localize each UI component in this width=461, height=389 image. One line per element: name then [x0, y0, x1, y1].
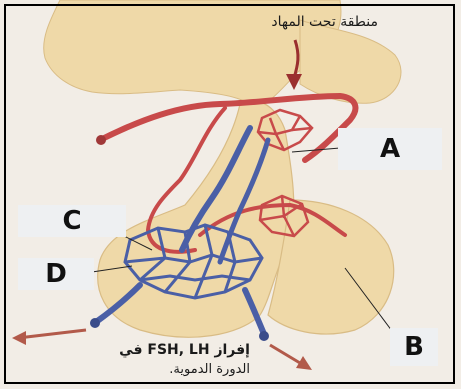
hypothalamus-caption: منطقة تحت المهاد — [200, 14, 378, 30]
label-c: C — [18, 205, 126, 237]
artery-cut-end — [96, 135, 106, 145]
hormone-secretion-caption-line2: الدورة الدموية. — [100, 362, 250, 377]
hormone-secretion-caption-line1: إفراز FSH, LH في — [100, 342, 250, 358]
label-a: A — [338, 128, 442, 170]
left-vein-cut-end — [90, 318, 100, 328]
label-b: B — [390, 328, 438, 366]
right-vein-cut-end — [259, 331, 269, 341]
label-d: D — [18, 258, 94, 290]
